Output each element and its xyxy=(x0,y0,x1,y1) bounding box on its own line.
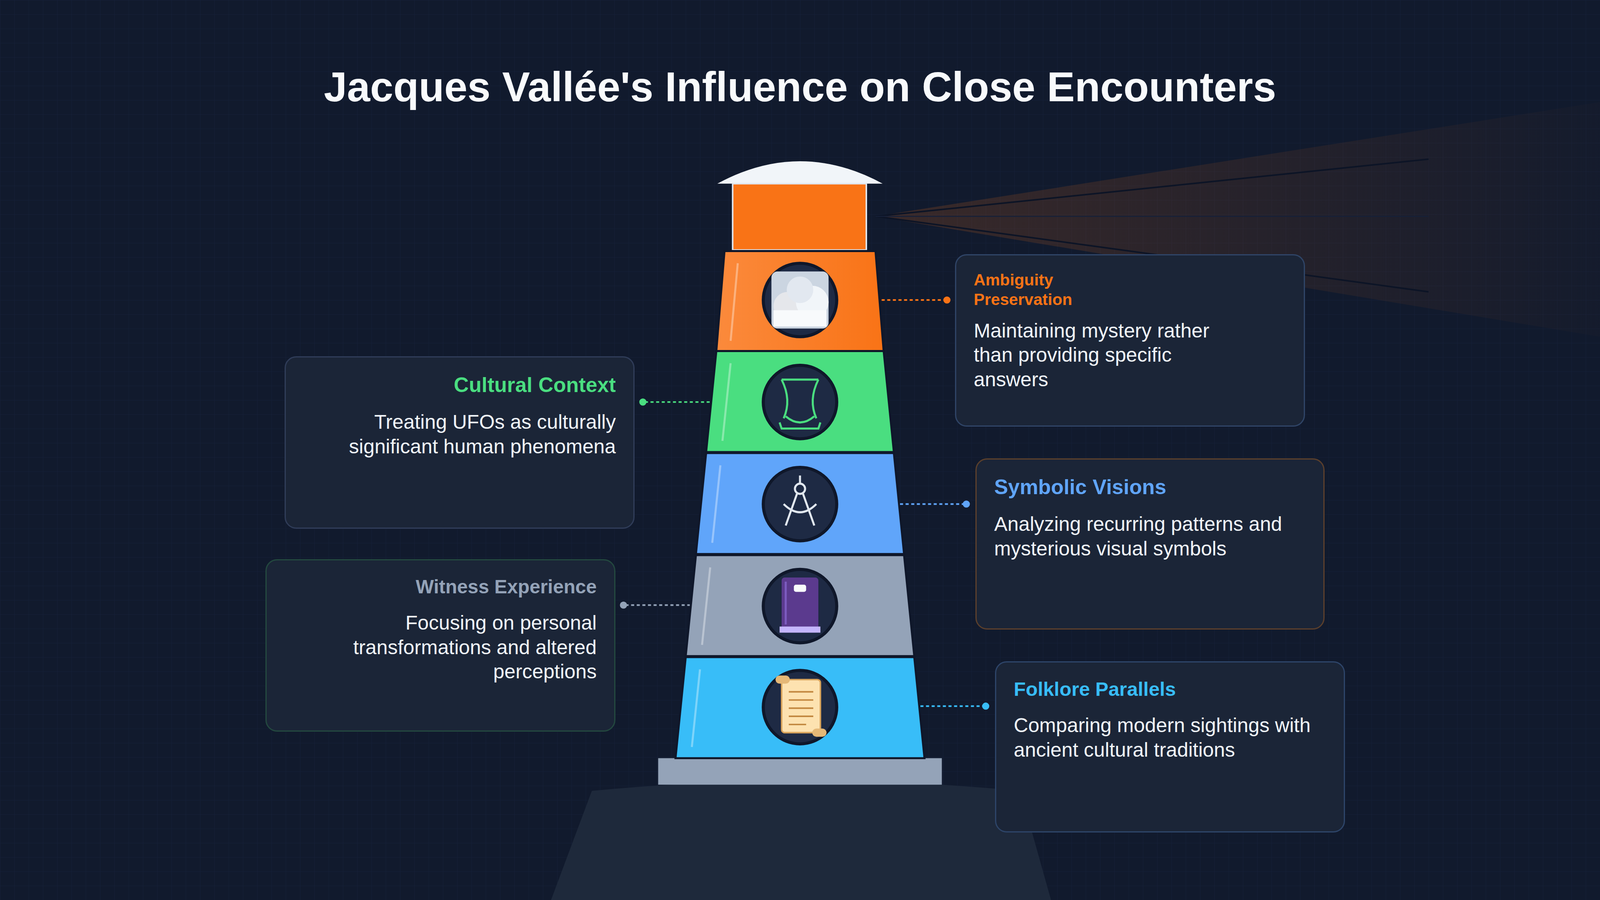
callout-body: Focusing on personal transformations and… xyxy=(284,610,597,685)
book-icon xyxy=(779,577,821,633)
callout-box: Cultural ContextTreating UFOs as cultura… xyxy=(284,356,635,529)
callout-box: Ambiguity PreservationMaintaining myster… xyxy=(955,254,1305,427)
callout-heading: Folklore Parallels xyxy=(1013,677,1327,701)
tower-segment xyxy=(685,555,915,656)
callout-body: Maintaining mystery rather than providin… xyxy=(973,318,1241,393)
diagram-title: Jacques Vallée's Influence on Close Enco… xyxy=(0,61,1600,112)
callout-box: Witness ExperienceFocusing on personal t… xyxy=(265,559,616,732)
callout-heading: Witness Experience xyxy=(284,575,597,599)
beam-ray xyxy=(875,215,1429,217)
callout-body: Treating UFOs as culturally significant … xyxy=(303,410,616,459)
segment-highlights xyxy=(691,263,738,748)
callout-body: Comparing modern sightings with ancient … xyxy=(1013,713,1327,763)
callout-heading: Symbolic Visions xyxy=(994,474,1306,500)
icon-circles xyxy=(763,263,837,744)
cloud-icon xyxy=(771,271,829,329)
callout-heading: Ambiguity Preservation xyxy=(973,270,1099,310)
callout-heading: Cultural Context xyxy=(303,372,616,398)
leader-lines xyxy=(625,300,984,707)
leader-dots xyxy=(620,296,990,710)
tower-segment xyxy=(706,350,895,452)
beam-ray xyxy=(875,159,1429,217)
lantern-room xyxy=(732,183,867,250)
callout-box: Symbolic VisionsAnalyzing recurring patt… xyxy=(975,458,1325,630)
tower-plinth xyxy=(658,758,943,785)
callout-box: Folklore ParallelsComparing modern sight… xyxy=(995,661,1345,833)
lantern-roof xyxy=(717,161,883,184)
tower-segment xyxy=(716,250,884,351)
scroll-icon xyxy=(775,675,827,737)
curtain-icon xyxy=(779,379,821,429)
callout-body: Analyzing recurring patterns and mysteri… xyxy=(994,512,1306,561)
rock-base xyxy=(550,780,1051,900)
tower-segment xyxy=(695,452,905,554)
tower-segment xyxy=(675,657,925,758)
compass-icon xyxy=(783,475,817,526)
